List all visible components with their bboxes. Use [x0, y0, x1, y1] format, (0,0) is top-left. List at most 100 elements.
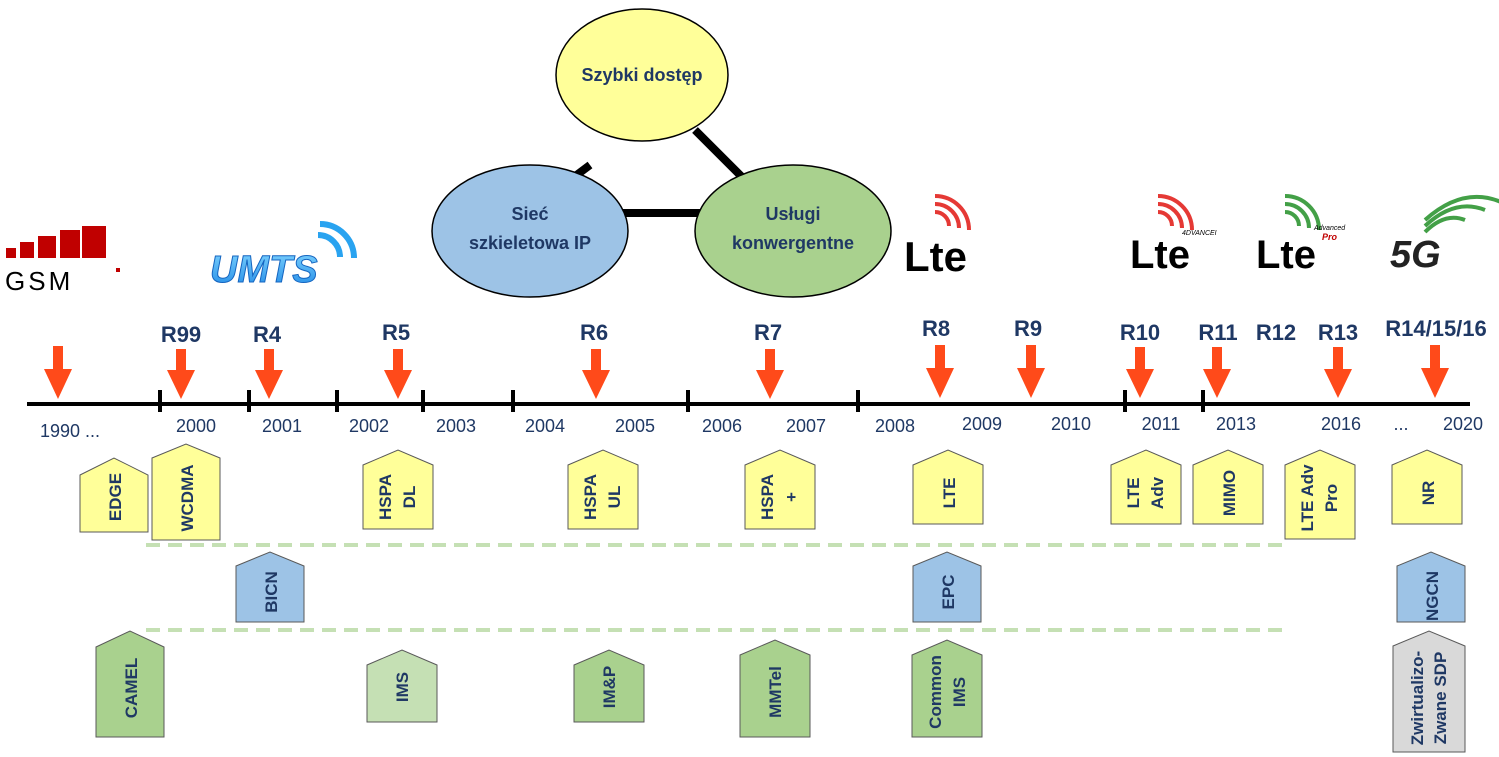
release-arrow	[1017, 345, 1045, 398]
access-label: MIMO	[1220, 470, 1239, 516]
lte-advanced-logo-text: Lte	[1130, 233, 1190, 277]
core-box	[912, 551, 982, 623]
access-box	[79, 457, 149, 533]
umts-logo: UMTS	[210, 221, 357, 292]
services-box	[911, 639, 983, 738]
access-label: LTE	[940, 478, 959, 509]
core-label: NGCN	[1423, 571, 1442, 621]
release-label: R13	[1318, 320, 1358, 345]
lte-pro-sup-1: Advanced	[1313, 225, 1346, 232]
release-labels: R99 R4 R5 R6 R7 R8 R9 R10 R11 R12 R13 R1…	[161, 316, 1487, 347]
year-label: 2008	[875, 416, 915, 436]
year-label: 2010	[1051, 414, 1091, 434]
services-label: Zwirtualizo-	[1408, 651, 1427, 745]
release-arrow	[1324, 347, 1352, 398]
core-network-ellipse	[431, 164, 629, 298]
access-box	[1284, 449, 1356, 540]
access-label: HSPA	[376, 474, 395, 520]
services-ellipse	[694, 164, 892, 298]
year-label: 2003	[436, 416, 476, 436]
triangle-edge-right	[692, 127, 748, 183]
services-label: CAMEL	[122, 658, 141, 718]
access-label: NR	[1419, 481, 1438, 506]
core-label: EPC	[939, 575, 958, 610]
access-label: Pro	[1322, 484, 1341, 512]
lte-advanced-pro-logo: Advanced Pro Lte	[1256, 194, 1346, 277]
core-label: BICN	[262, 571, 281, 613]
access-box	[151, 443, 221, 541]
year-label: 2011	[1142, 414, 1181, 434]
services-label: Common	[926, 655, 945, 729]
core-network-label-1: Sieć	[511, 204, 548, 224]
access-box	[1391, 449, 1463, 525]
fast-access-label: Szybki dostęp	[581, 65, 702, 85]
services-label: IM&P	[600, 666, 619, 709]
core-network-label-2: szkieletowa IP	[469, 233, 591, 253]
services-label-2: konwergentne	[732, 233, 854, 253]
5g-logo-text: 5G	[1390, 234, 1441, 276]
release-label: R10	[1120, 320, 1160, 345]
core-box	[1396, 551, 1466, 623]
year-label: 2002	[349, 416, 389, 436]
release-label: R11	[1198, 320, 1237, 345]
year-label: 2006	[702, 416, 742, 436]
lte-logo-text: Lte	[904, 233, 967, 280]
access-box	[1192, 449, 1264, 525]
core-row-labels: BICN EPC NGCN	[262, 571, 1442, 621]
access-box	[362, 449, 434, 530]
concept-triangle: Szybki dostęp Sieć szkieletowa IP Usługi…	[431, 8, 892, 298]
services-row	[95, 630, 1466, 753]
services-label: IMS	[950, 677, 969, 707]
services-box	[573, 649, 645, 723]
services-box	[95, 630, 165, 738]
access-label: HSPA	[581, 474, 600, 520]
access-label: LTE Adv	[1298, 464, 1317, 532]
access-label: WCDMA	[178, 464, 197, 531]
release-label: R9	[1014, 316, 1042, 341]
release-arrow	[1126, 347, 1154, 398]
release-label: R6	[580, 320, 608, 345]
year-label: 2009	[962, 414, 1002, 434]
access-box	[912, 449, 984, 525]
gsm-logo: GSM	[5, 226, 120, 296]
services-box	[366, 649, 438, 723]
year-label: 2013	[1216, 414, 1256, 434]
release-label: R8	[922, 316, 950, 341]
year-label: 2007	[786, 416, 826, 436]
umts-logo-text: UMTS	[210, 249, 318, 291]
access-row-labels: EDGE WCDMA HSPA DL HSPA UL HSPA + LTE LT…	[106, 464, 1438, 532]
fast-access-ellipse	[555, 8, 729, 142]
year-label: ...	[1393, 414, 1408, 434]
services-label: MMTel	[766, 666, 785, 718]
access-row	[79, 443, 1463, 541]
year-label: 2005	[615, 416, 655, 436]
release-label: R4	[253, 322, 282, 347]
access-box	[1110, 449, 1182, 525]
release-arrow	[926, 345, 954, 398]
access-label: UL	[605, 486, 624, 509]
gsm-logo-text: GSM	[5, 266, 73, 296]
release-arrows	[44, 345, 1449, 399]
year-label: 1990 ...	[40, 421, 100, 441]
release-arrow	[255, 349, 283, 399]
core-row	[235, 551, 1466, 623]
services-box	[739, 639, 811, 738]
release-arrow	[44, 346, 72, 399]
services-label-1: Usługi	[765, 204, 820, 224]
release-arrow	[167, 349, 195, 399]
access-box	[744, 449, 816, 530]
release-label: R99	[161, 322, 201, 347]
services-label: Zwane SDP	[1431, 652, 1450, 745]
year-labels: 1990 ... 2000 2001 2002 2003 2004 2005 2…	[40, 414, 1483, 441]
access-label: Adv	[1148, 476, 1167, 509]
lte-pro-sup-2: Pro	[1322, 232, 1338, 242]
release-label: R7	[754, 320, 782, 345]
core-box	[235, 551, 305, 623]
release-arrow	[1421, 345, 1449, 398]
release-arrow	[582, 349, 610, 399]
lte-advanced-logo: 4DVANCEI Lte	[1130, 194, 1217, 277]
access-label: +	[782, 492, 801, 502]
year-label: 2001	[262, 416, 302, 436]
release-arrow	[1203, 347, 1231, 398]
